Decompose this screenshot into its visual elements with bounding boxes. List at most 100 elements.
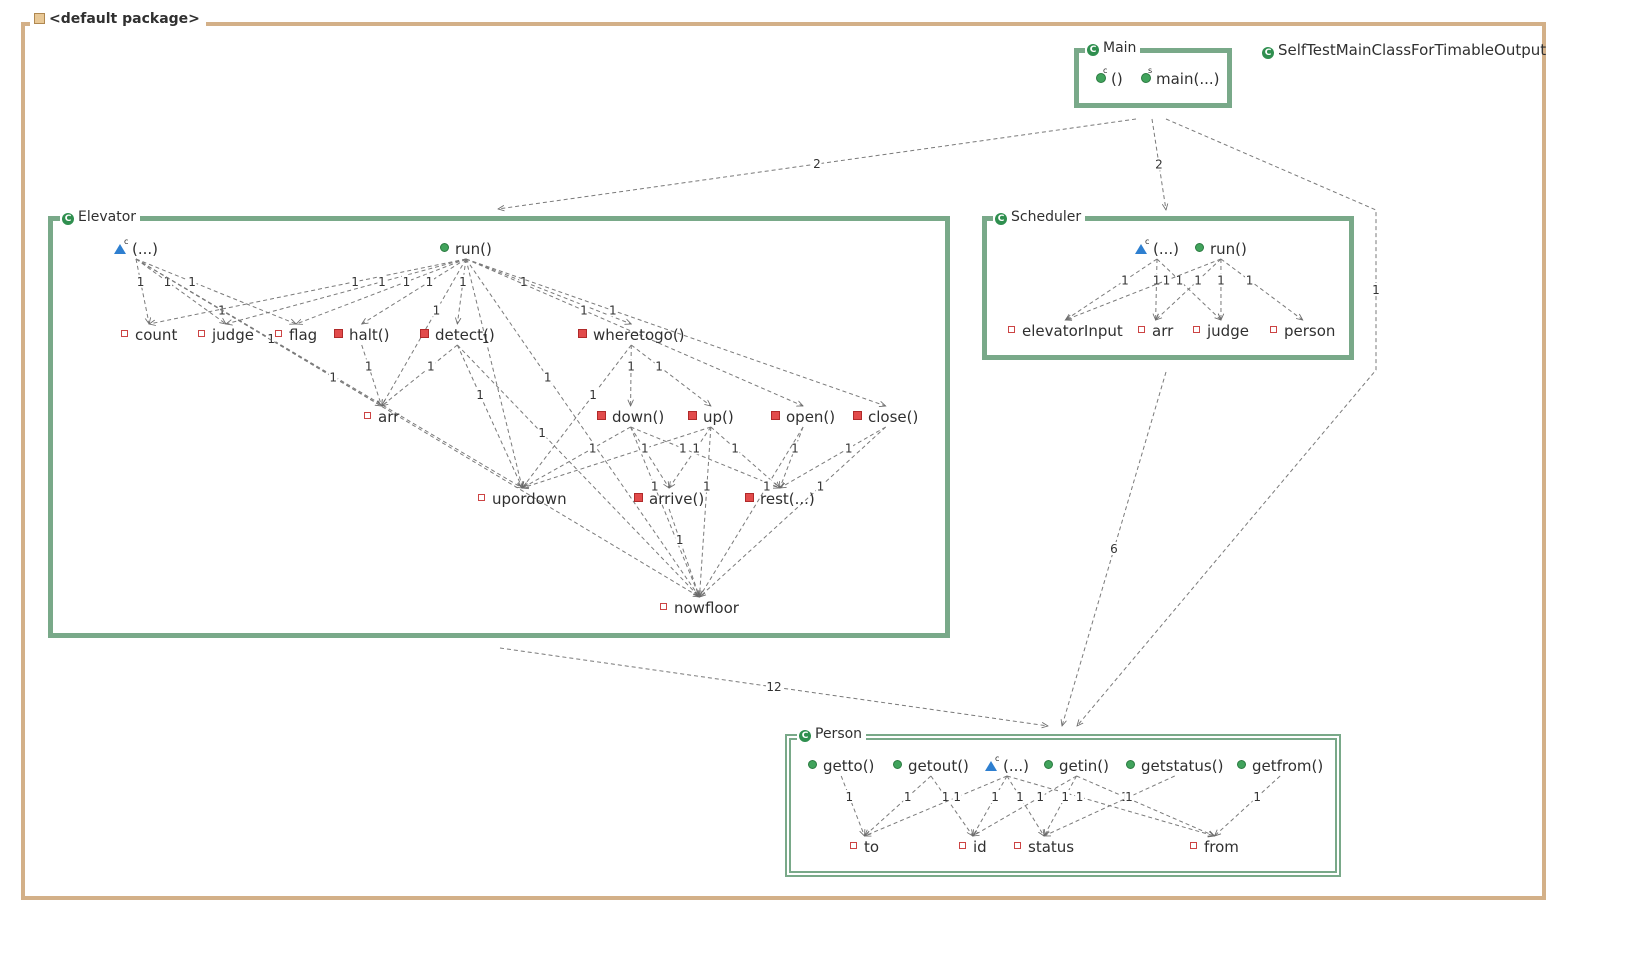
dependency-edge[interactable] bbox=[780, 426, 804, 488]
person-member-status[interactable]: status bbox=[1014, 838, 1074, 856]
elevator-member-wheretogo[interactable]: wheretogo() bbox=[578, 326, 685, 344]
class-icon: C bbox=[1262, 47, 1274, 59]
dependency-edge[interactable] bbox=[630, 426, 700, 597]
person-member-ctor[interactable]: (...) bbox=[985, 754, 1029, 775]
dependency-edge[interactable] bbox=[631, 344, 632, 406]
dependency-edge[interactable] bbox=[465, 258, 631, 324]
edge-label-background bbox=[1252, 790, 1262, 803]
private-method-icon bbox=[578, 329, 587, 338]
edge-label: 12 bbox=[766, 680, 781, 694]
scheduler-member-arr[interactable]: arr bbox=[1138, 322, 1173, 340]
elevator-member-flag[interactable]: flag bbox=[275, 326, 317, 344]
dependency-edge[interactable] bbox=[465, 258, 522, 488]
person-member-getout[interactable]: getout() bbox=[893, 757, 969, 775]
dependency-edge[interactable] bbox=[382, 344, 458, 406]
private-method-icon bbox=[420, 329, 429, 338]
dependency-edge[interactable] bbox=[296, 258, 467, 324]
elevator-member-down[interactable]: down() bbox=[597, 408, 664, 426]
elevator-member-arr[interactable]: arr bbox=[364, 408, 399, 426]
person-class[interactable] bbox=[785, 734, 1341, 877]
dependency-edge[interactable] bbox=[669, 426, 712, 488]
person-member-getstatus[interactable]: getstatus() bbox=[1126, 757, 1223, 775]
dependency-edge[interactable] bbox=[699, 426, 712, 597]
elevator-member-halt[interactable]: halt() bbox=[334, 326, 389, 344]
main-class[interactable] bbox=[1074, 48, 1232, 108]
dependency-edge[interactable] bbox=[1065, 258, 1158, 320]
dependency-edge[interactable] bbox=[457, 258, 467, 324]
field-icon bbox=[1138, 326, 1145, 333]
person-member-to[interactable]: to bbox=[850, 838, 879, 856]
dependency-edge[interactable] bbox=[522, 344, 632, 488]
dependency-edge[interactable] bbox=[668, 508, 699, 597]
dependency-edge[interactable] bbox=[465, 258, 803, 406]
elevator-member-ctor[interactable]: (...) bbox=[114, 237, 158, 258]
dependency-edge[interactable] bbox=[710, 426, 780, 488]
person-member-getfrom[interactable]: getfrom() bbox=[1237, 757, 1323, 775]
edge-label: 1 bbox=[544, 370, 552, 384]
elevator-member-close[interactable]: close() bbox=[853, 408, 918, 426]
dependency-edge[interactable] bbox=[1156, 258, 1157, 320]
scheduler-member-run[interactable]: run() bbox=[1195, 240, 1247, 258]
dependency-edge[interactable] bbox=[465, 258, 700, 597]
scheduler-member-person[interactable]: person bbox=[1270, 322, 1335, 340]
dependency-edge[interactable] bbox=[361, 344, 382, 406]
main-member-ctor[interactable]: () bbox=[1096, 66, 1123, 88]
dependency-edge[interactable] bbox=[149, 258, 467, 324]
dependency-edge[interactable] bbox=[135, 258, 226, 324]
dependency-edge[interactable] bbox=[522, 426, 712, 488]
dependency-edge[interactable] bbox=[1156, 258, 1222, 320]
scheduler-member-ctor[interactable]: (...) bbox=[1135, 237, 1179, 258]
person-member-from[interactable]: from bbox=[1190, 838, 1239, 856]
dependency-edge[interactable] bbox=[1044, 775, 1077, 836]
scheduler-member-elevatorinput[interactable]: elevatorInput bbox=[1008, 322, 1123, 340]
dependency-edge[interactable] bbox=[865, 775, 1008, 836]
elevator-member-detect[interactable]: detect() bbox=[420, 326, 495, 344]
constructor-icon bbox=[1135, 237, 1149, 254]
scheduler-member-judge[interactable]: judge bbox=[1193, 322, 1249, 340]
elevator-member-up[interactable]: up() bbox=[688, 408, 734, 426]
elevator-member-open[interactable]: open() bbox=[771, 408, 835, 426]
dependency-edge[interactable] bbox=[699, 426, 804, 597]
dependency-edge[interactable] bbox=[973, 775, 1008, 836]
dependency-edge[interactable] bbox=[840, 775, 864, 836]
edge-label: 1 bbox=[329, 370, 337, 384]
elevator-member-nowfloor[interactable]: nowfloor bbox=[660, 599, 739, 617]
dependency-edge[interactable] bbox=[930, 775, 973, 836]
dependency-edge[interactable] bbox=[630, 426, 670, 488]
elevator-member-count[interactable]: count bbox=[121, 326, 177, 344]
package-title[interactable]: <default package> bbox=[30, 11, 206, 27]
person-member-getto[interactable]: getto() bbox=[808, 757, 874, 775]
dependency-edge[interactable] bbox=[1214, 775, 1281, 836]
dependency-edge[interactable] bbox=[1006, 775, 1214, 836]
elevator-member-judge[interactable]: judge bbox=[198, 326, 254, 344]
dependency-edge[interactable] bbox=[456, 344, 699, 597]
elevator-member-arrive[interactable]: arrive() bbox=[634, 490, 704, 508]
dependency-edge[interactable] bbox=[456, 344, 523, 488]
elevator-member-upordown[interactable]: upordown bbox=[478, 490, 567, 508]
edge-label: 1 bbox=[482, 332, 490, 346]
elevator-member-rest[interactable]: rest(...) bbox=[745, 490, 815, 508]
dependency-edge[interactable] bbox=[1220, 258, 1303, 320]
dependency-edge[interactable] bbox=[865, 775, 932, 836]
scheduler-class[interactable] bbox=[982, 216, 1354, 360]
dependency-edge[interactable] bbox=[630, 426, 780, 488]
dependency-edge[interactable] bbox=[630, 344, 711, 406]
dependency-edge[interactable] bbox=[780, 426, 886, 488]
person-member-id[interactable]: id bbox=[959, 838, 987, 856]
person-member-getin[interactable]: getin() bbox=[1044, 757, 1109, 775]
elevator-class[interactable] bbox=[48, 216, 950, 638]
dependency-edge[interactable] bbox=[1151, 118, 1166, 210]
dependency-edge[interactable] bbox=[973, 775, 1077, 836]
elevator-member-run[interactable]: run() bbox=[440, 240, 492, 258]
dependency-edge[interactable] bbox=[135, 258, 699, 597]
dependency-edge[interactable] bbox=[135, 258, 296, 324]
dependency-edge[interactable] bbox=[699, 426, 887, 597]
dependency-edge[interactable] bbox=[1044, 775, 1175, 837]
main-member-main[interactable]: main(...) bbox=[1141, 66, 1220, 88]
